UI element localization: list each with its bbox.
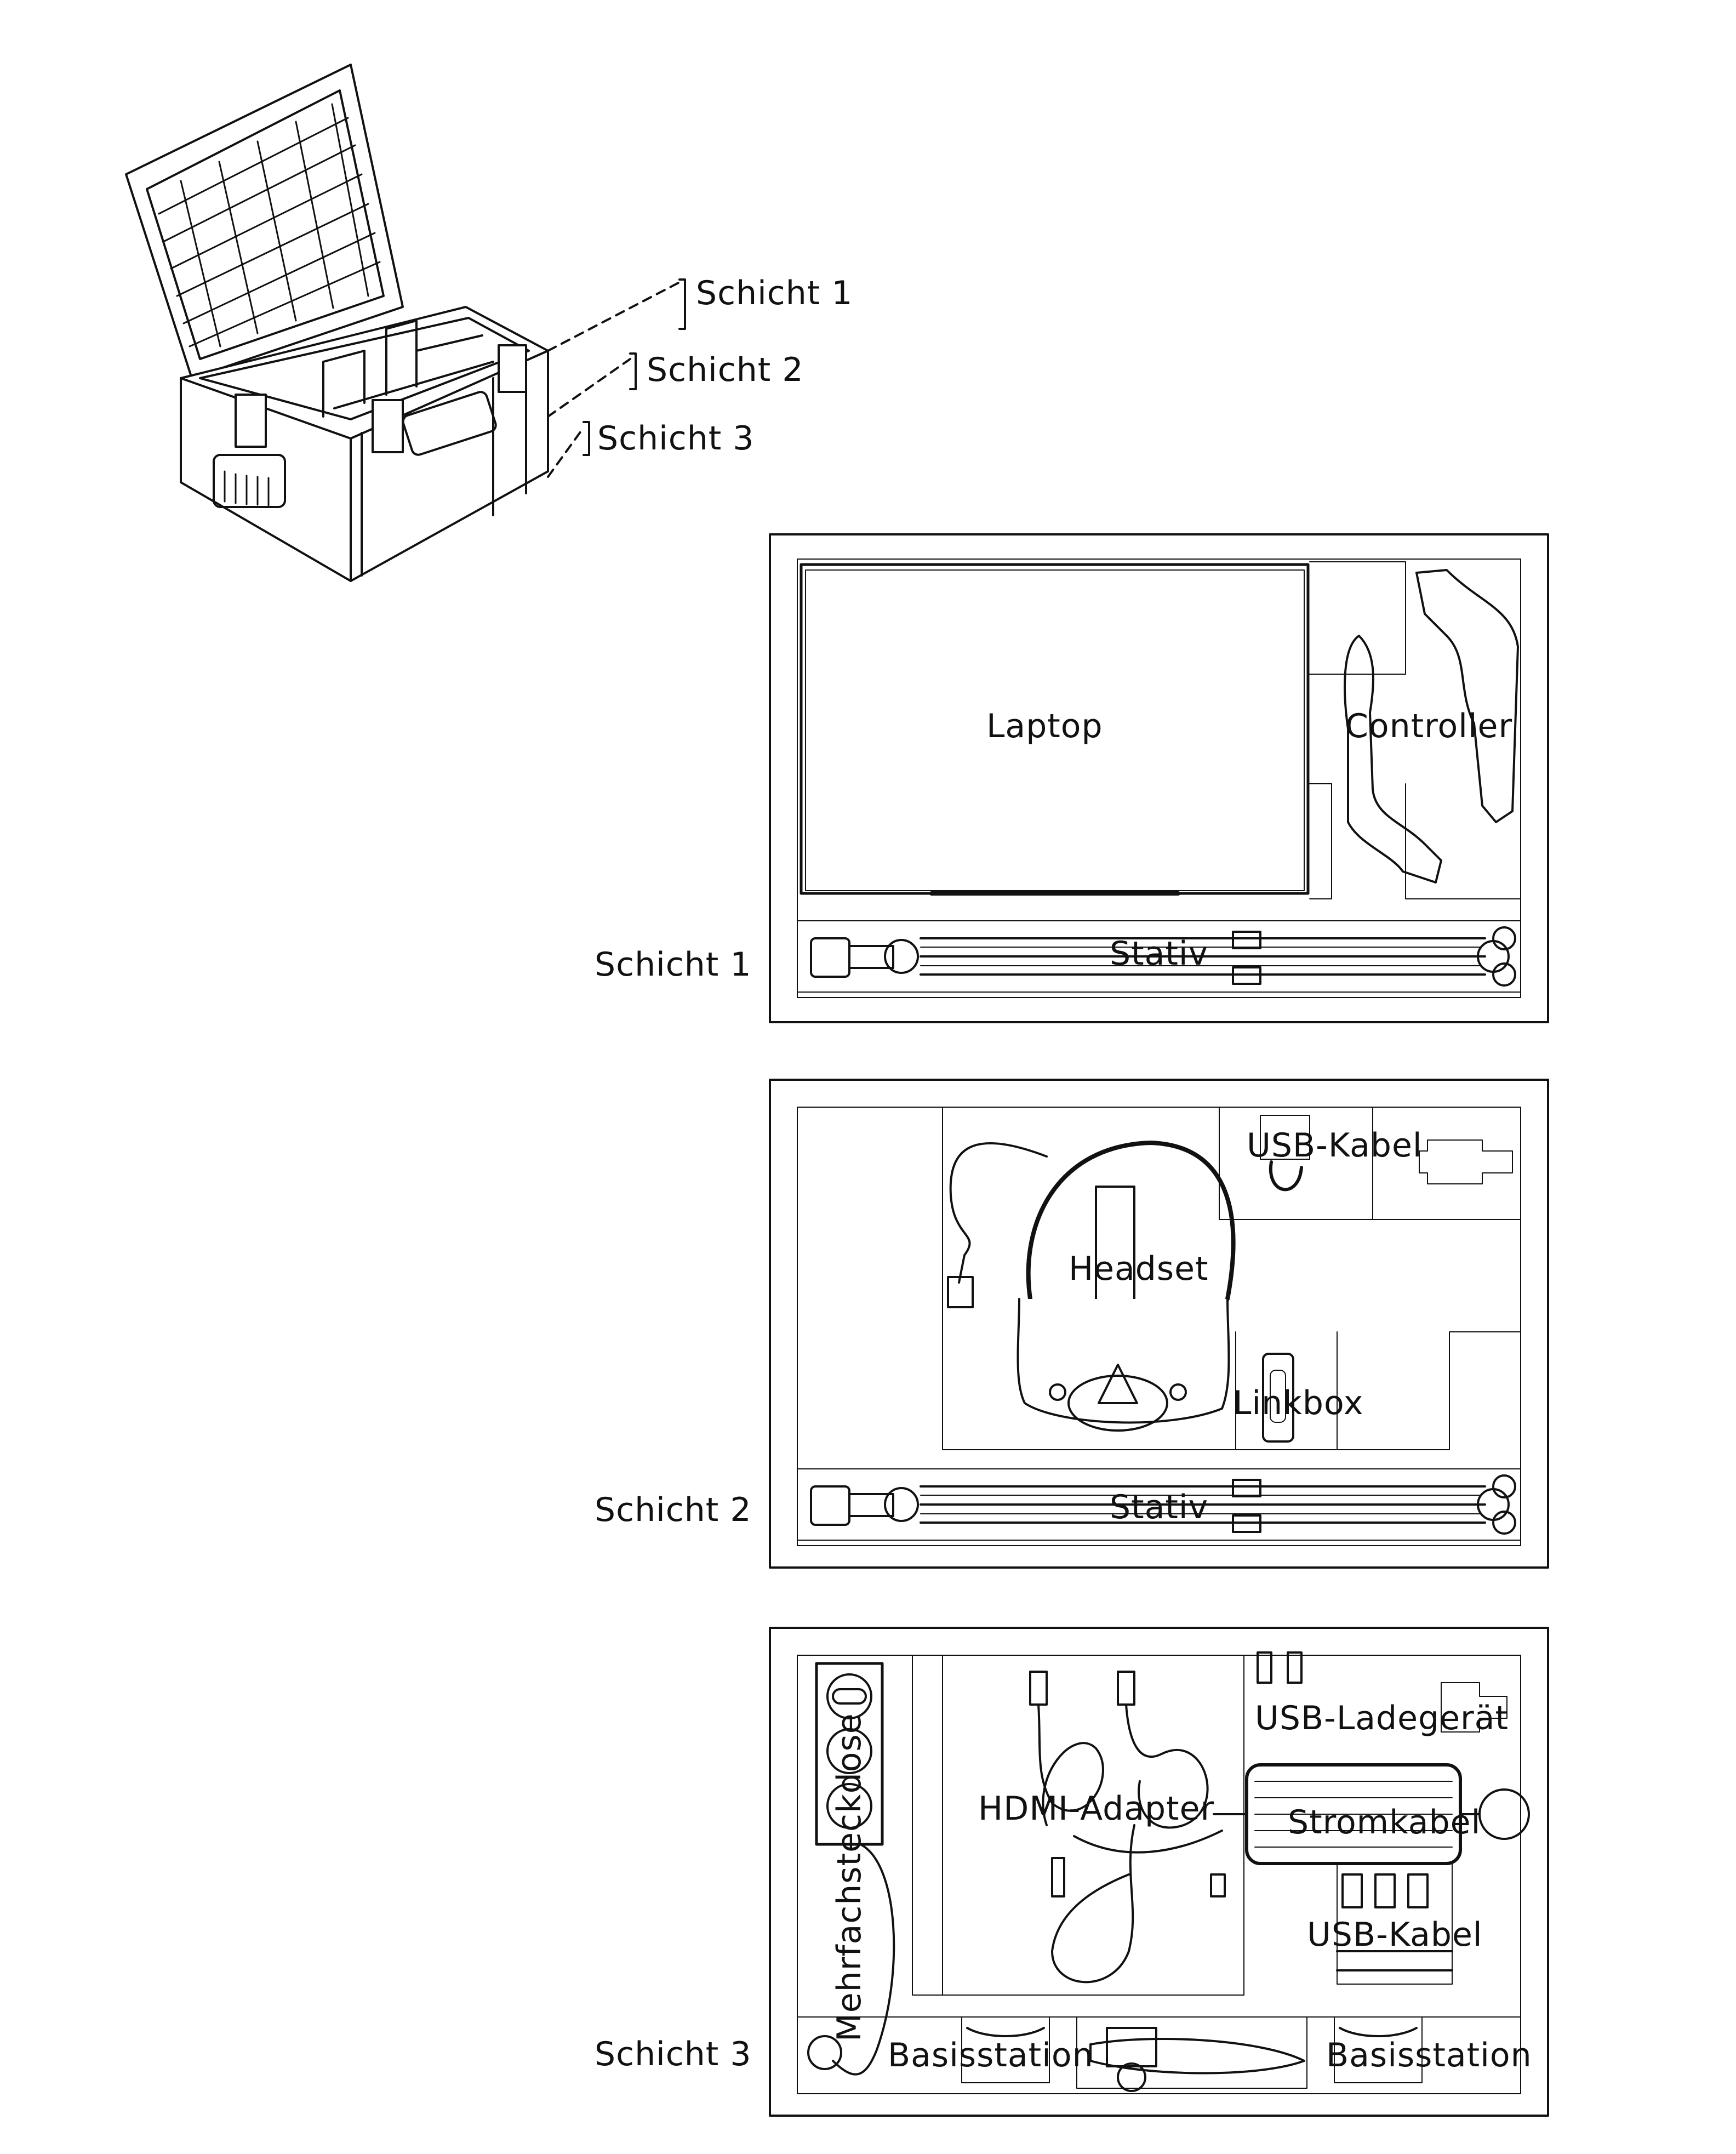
layer-2-usb-cable-label: USB-Kabel — [1247, 1126, 1423, 1165]
callout-layer-2: Schicht 2 — [647, 351, 804, 389]
layer-3-base-station-left-label: Basisstation — [888, 2036, 1094, 2075]
layer-3-power-cable-label: Stromkabel — [1288, 1803, 1481, 1842]
layer-2-label: Schicht 2 — [595, 1491, 752, 1529]
layer-1-tripod-label: Stativ — [1110, 934, 1209, 973]
transport-case-illustration — [125, 64, 549, 582]
layer-3-base-station-right-label: Basisstation — [1326, 2036, 1532, 2075]
layer-2-linkbox-label: Linkbox — [1233, 1384, 1364, 1422]
layer-3-frame — [769, 1627, 1549, 2117]
layer-1-laptop-label: Laptop — [986, 707, 1103, 745]
layer-1-controller-label: Controller — [1345, 707, 1513, 745]
callout-layer-1: Schicht 1 — [696, 274, 853, 312]
layer-2-tripod-label: Stativ — [1110, 1488, 1209, 1526]
callout-brackets — [583, 278, 686, 456]
layer-2-frame — [769, 1079, 1549, 1569]
layer-3-usb-charger-label: USB-Ladegerät — [1255, 1699, 1509, 1737]
layer-3-power-strip-label: Mehrfachsteckdose — [830, 1713, 869, 2042]
layer-1-label: Schicht 1 — [595, 945, 752, 984]
layer-3-hdmi-adapter-label: HDMI-Adapter — [978, 1790, 1215, 1828]
callout-layer-3: Schicht 3 — [597, 419, 755, 458]
layer-3-label: Schicht 3 — [595, 2035, 752, 2073]
layer-2-headset-label: Headset — [1069, 1250, 1209, 1288]
layer-1-frame — [769, 533, 1549, 1023]
callout-leader-lines — [547, 281, 681, 478]
layer-3-usb-cable-label: USB-Kabel — [1307, 1916, 1483, 1954]
